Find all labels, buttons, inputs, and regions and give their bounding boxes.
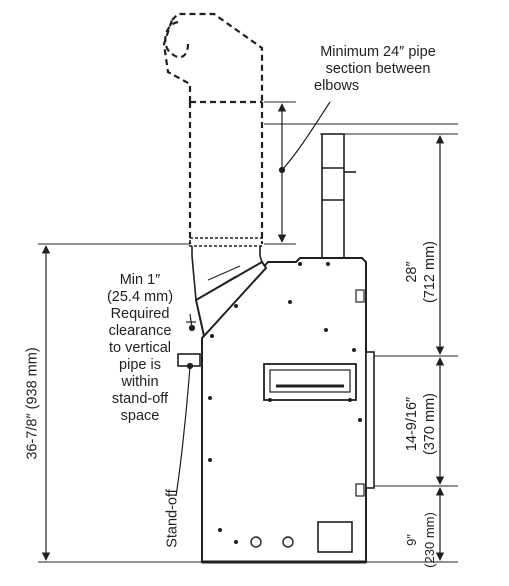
dim-overall-label: 36-7/8″ (938 mm) <box>25 329 42 479</box>
leader-lines <box>175 101 331 497</box>
clearance-note-line: space <box>120 408 160 424</box>
clearance-note-line: Required <box>110 306 170 322</box>
dashed-elbow-loop <box>164 20 190 59</box>
dashed-top-elbow <box>162 12 264 102</box>
dim-lower-label: 9″ (230 mm) <box>403 495 439 585</box>
fireplace-unit <box>177 255 375 564</box>
min-pipe-note-line: elbows <box>314 78 360 94</box>
clearance-note-line: pipe is <box>119 357 161 373</box>
min-pipe-note-line: Minimum 24″ pipe <box>320 44 436 60</box>
min-pipe-note-line: section between <box>325 61 431 77</box>
unit-slanted-panel <box>194 260 268 339</box>
leader-min-pipe <box>281 101 331 171</box>
dim-upper-label: 28″ (712 mm) <box>403 227 439 317</box>
dim-overall-metric: (938 mm) <box>24 347 41 410</box>
clearance-note-line: clearance <box>108 323 172 339</box>
dim-middle-label: 14-9/16″ (370 mm) <box>403 379 439 469</box>
unit-fasteners <box>208 262 362 544</box>
standoff-label: Stand-off <box>164 489 181 548</box>
clearance-note-line: within <box>121 374 159 390</box>
dim-upper-imperial: 28″ <box>404 261 420 283</box>
dim-upper-metric: (712 mm) <box>422 240 438 304</box>
dim-middle-imperial: 14-9/16″ <box>404 396 420 452</box>
clearance-note-line: (25.4 mm) <box>106 289 174 305</box>
vertical-vent-pipe <box>321 133 356 263</box>
dim-lower-metric: (230 mm) <box>422 512 437 568</box>
dashed-vent-pipe <box>162 12 264 244</box>
min-pipe-note: Minimum 24″ pipe section between elbows <box>308 44 448 95</box>
pipe-collar <box>189 237 263 256</box>
clearance-note-line: to vertical <box>108 340 172 356</box>
clearance-note-line: stand-off <box>111 391 169 407</box>
dim-middle-metric: (370 mm) <box>422 392 438 456</box>
funnel-left <box>191 255 197 301</box>
dim-lower-imperial: 9″ <box>404 534 419 546</box>
dim-overall-imperial: 36-7/8″ <box>24 413 41 460</box>
clearance-note: Min 1″ (25.4 mm) Required clearance to v… <box>92 272 188 425</box>
funnel-right <box>259 255 263 263</box>
leader-standoff <box>175 365 191 497</box>
clearance-note-line: Min 1″ <box>119 272 161 288</box>
right-side-panel <box>365 351 375 489</box>
junction-box <box>317 521 353 553</box>
